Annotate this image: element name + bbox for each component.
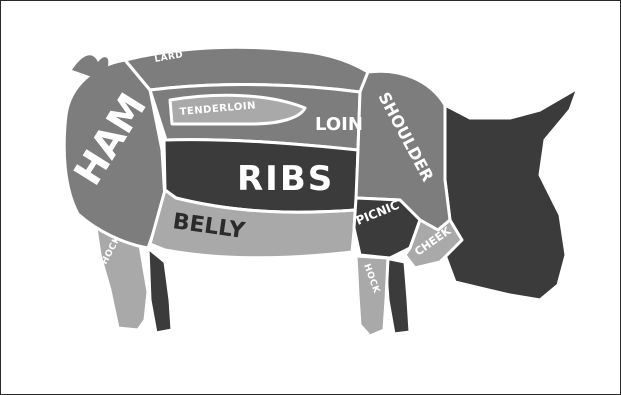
back-leg-far bbox=[148, 248, 172, 333]
label-ribs: RIBS bbox=[237, 159, 334, 199]
head bbox=[445, 88, 578, 300]
label-loin: LOIN bbox=[315, 114, 363, 135]
